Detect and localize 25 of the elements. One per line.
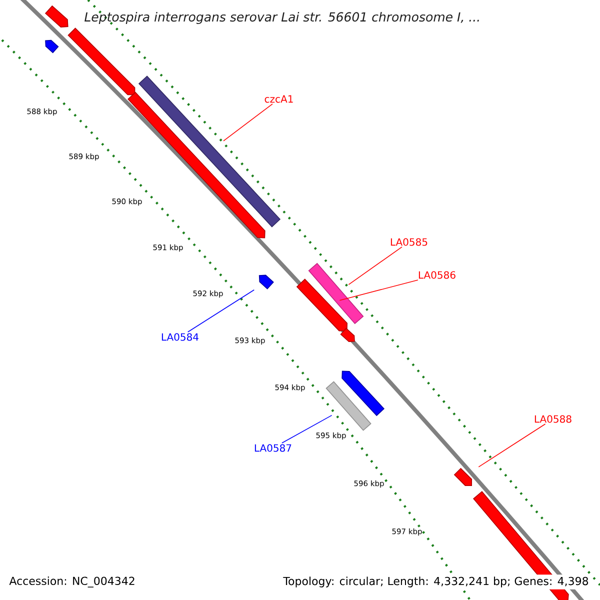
title: Leptospira interrogans serovar Lai str. 56601 chromosome I, ... bbox=[84, 12, 479, 24]
leader-line bbox=[478, 424, 546, 468]
leader-line bbox=[187, 289, 255, 332]
gene-label: LA0585 bbox=[390, 238, 428, 246]
leader-line bbox=[223, 104, 273, 142]
footer-text: Accession: NC_004342 bbox=[9, 576, 134, 588]
gene-bar bbox=[326, 381, 372, 431]
gene-label: LA0586 bbox=[418, 271, 456, 279]
gene-label: LA0584 bbox=[162, 333, 198, 341]
gene-block bbox=[68, 28, 136, 96]
gene-block bbox=[342, 370, 385, 416]
leader-line bbox=[282, 414, 332, 444]
footer-text: Topology: circular; Length: 4,332,241 bp; Genes: 4,398 bbox=[281, 574, 591, 590]
gene-label: LA0588 bbox=[534, 415, 572, 423]
gene-block bbox=[258, 274, 274, 290]
gene-label: LA0587 bbox=[254, 444, 292, 452]
gene-block bbox=[44, 5, 68, 28]
gene-block bbox=[454, 468, 472, 486]
gene-label: czcA1 bbox=[264, 95, 293, 103]
gene-block bbox=[296, 278, 348, 332]
leader-line bbox=[339, 280, 418, 301]
gene-block bbox=[340, 328, 355, 342]
gene-block bbox=[128, 92, 266, 238]
gene-block bbox=[45, 40, 59, 54]
leader-line bbox=[348, 246, 402, 285]
